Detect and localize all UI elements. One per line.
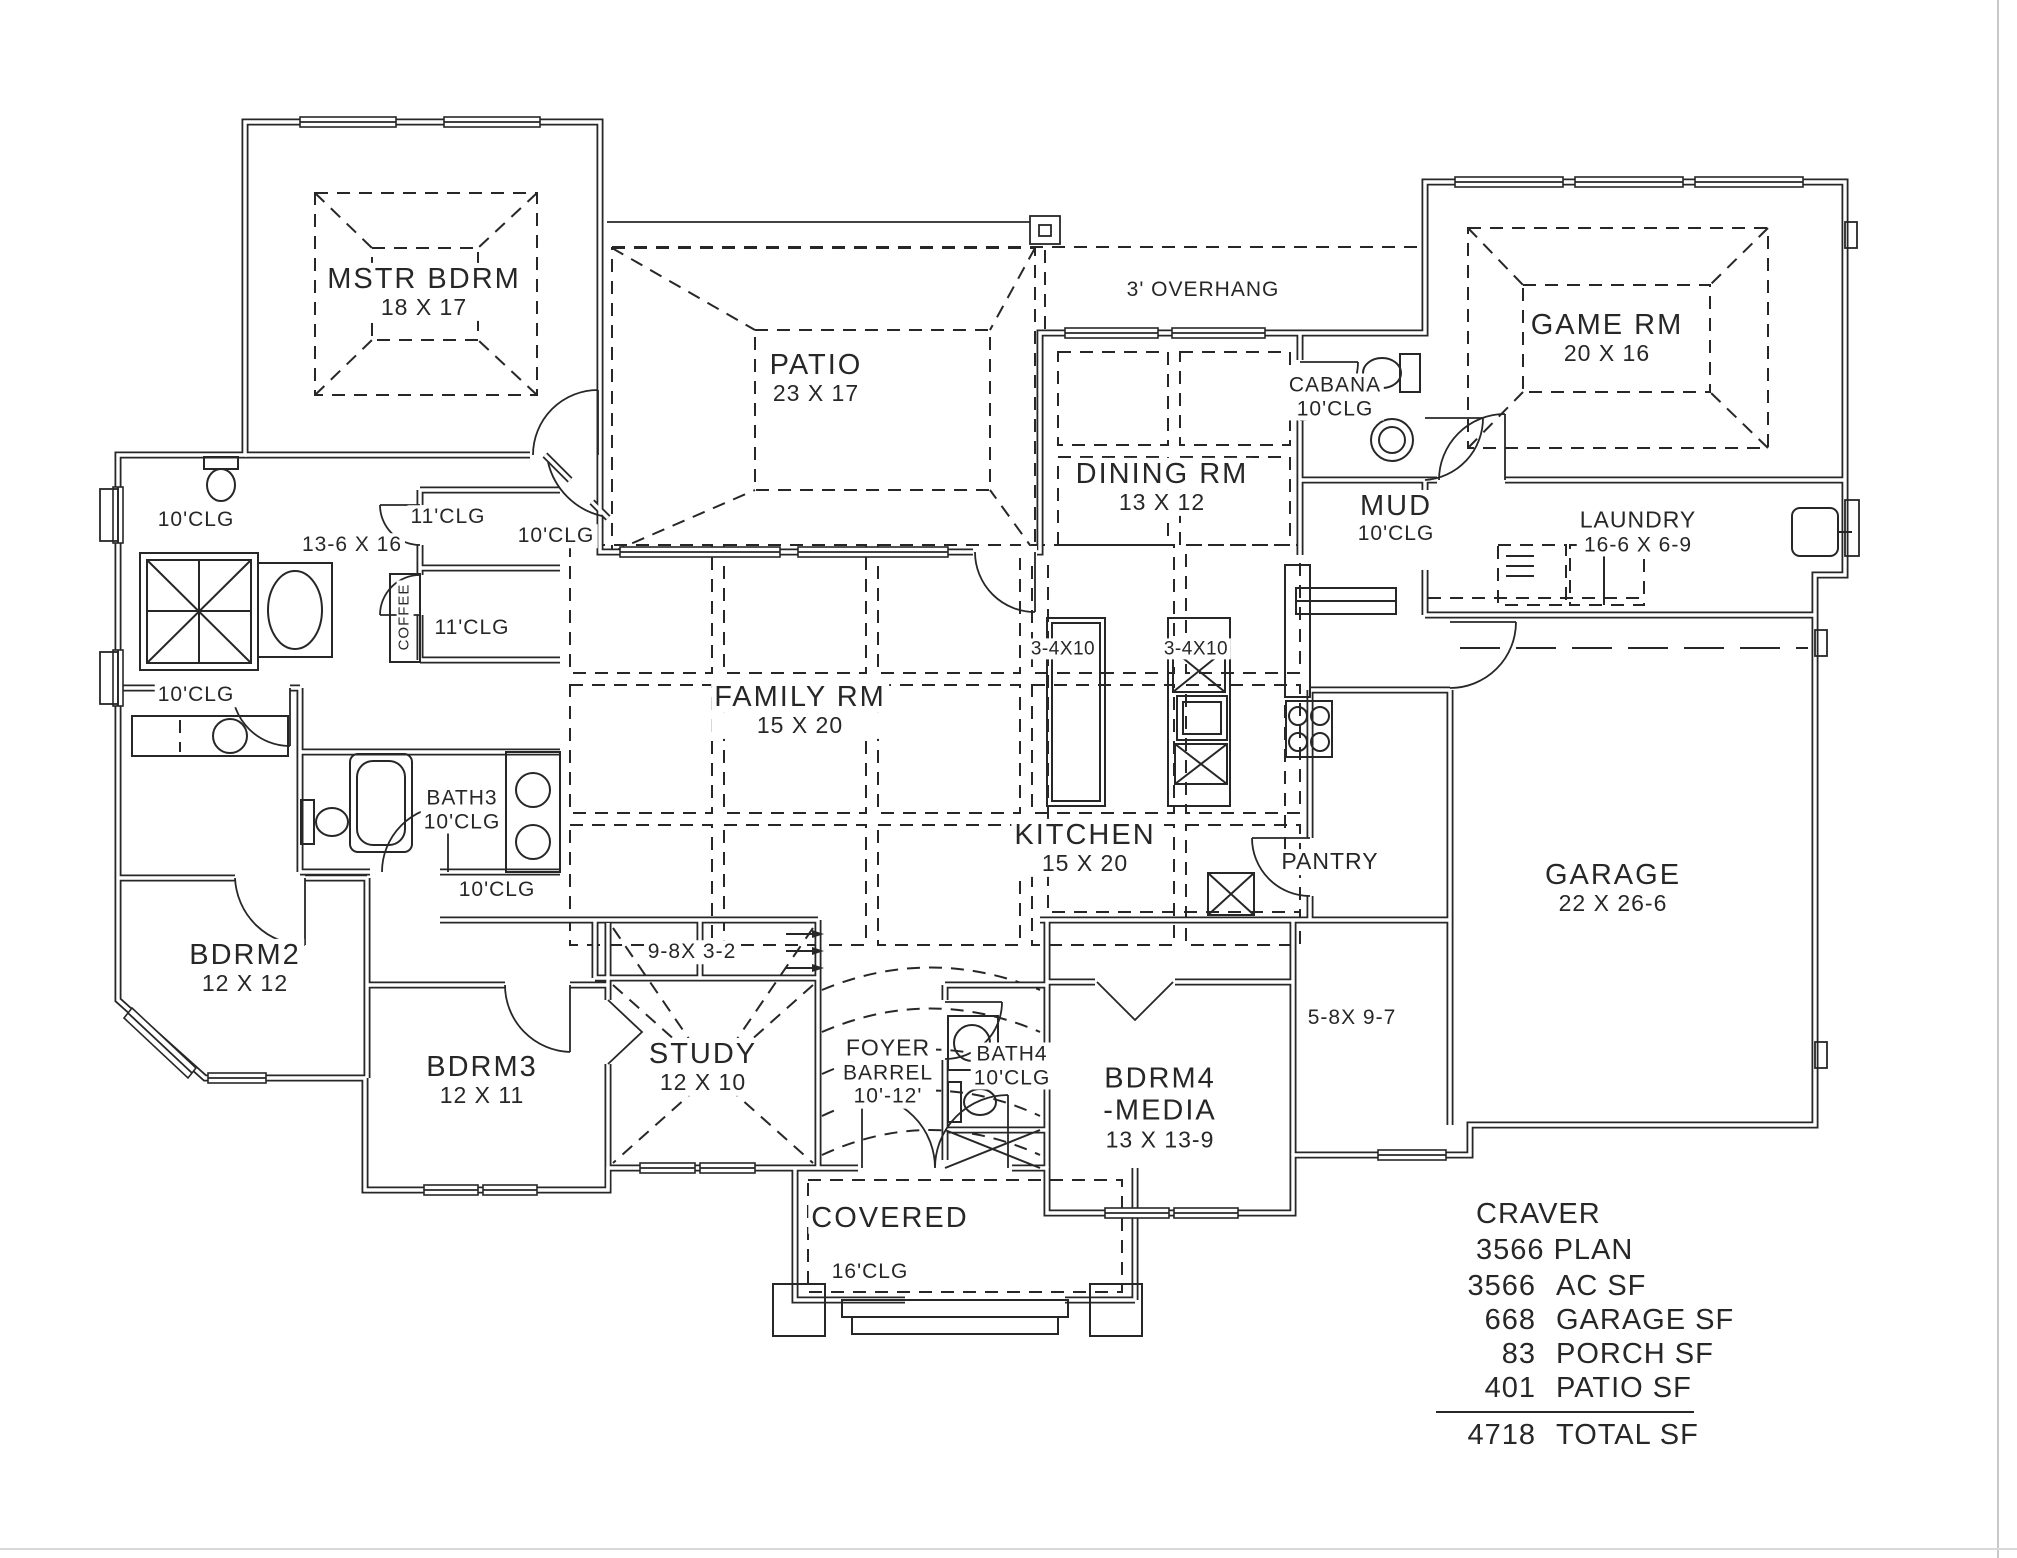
beam-label-left: 3-4X10 [1027, 638, 1099, 660]
room-label-game-rm: GAME RM 20 X 16 [1527, 308, 1687, 368]
room-label-covered: COVERED [808, 1201, 972, 1235]
area-row-ac: 3566 AC SF [1467, 1270, 1647, 1302]
title-block: CRAVER 3566 PLAN 3566 AC SF 668 GARAGE S… [1436, 1198, 1735, 1455]
vanity-bath3 [505, 751, 561, 873]
room-label-bdrm3: BDRM3 12 X 11 [423, 1050, 541, 1110]
room-label-foyer: FOYER BARREL 10'-12' [839, 1035, 937, 1109]
room-label-bath3: BATH3 10'CLG [420, 786, 504, 834]
toilet-bath4 [947, 1081, 962, 1123]
plan-number: 3566 PLAN [1476, 1234, 1634, 1266]
clg-label-mbath: 10'CLG [154, 508, 238, 532]
tub-bath3 [349, 753, 413, 853]
beam-label-right: 3-4X10 [1160, 638, 1232, 660]
room-label-bath4: BATH4 10'CLG [970, 1042, 1054, 1090]
total-row: 4718 TOTAL SF [1467, 1419, 1699, 1451]
clg-label-hall-bed: 10'CLG [455, 878, 539, 902]
clg-label-closet2: 11'CLG [431, 616, 513, 640]
clg-label-hall-patio: 10'CLG [514, 524, 598, 548]
clg-label-closet1: 11'CLG [407, 505, 489, 529]
room-label-family-rm: FAMILY RM 15 X 20 [711, 680, 889, 740]
room-label-pantry: PANTRY [1278, 848, 1382, 875]
plan-name: CRAVER [1476, 1198, 1601, 1230]
dims-label-hall-closet: 9-8X 3-2 [644, 940, 740, 964]
vanity-powder [131, 715, 289, 757]
area-row-patio: 401 PATIO SF [1484, 1372, 1692, 1404]
room-label-mstr-bdrm: MSTR BDRM 18 X 17 [324, 262, 524, 322]
room-label-dining-rm: DINING RM 13 X 12 [1072, 457, 1252, 517]
kitchen-island [1046, 617, 1106, 807]
patio-post [1029, 215, 1061, 245]
scan-edge-right [1997, 0, 1999, 1558]
sink-cabana [1370, 418, 1414, 462]
cooktop [1285, 700, 1333, 758]
area-row-garage: 668 GARAGE SF [1484, 1304, 1735, 1336]
tub-mbath [257, 562, 333, 658]
scan-edge-bottom [0, 1548, 2017, 1550]
dims-label-side-patio: 5-8X 9-7 [1304, 1006, 1400, 1030]
windows [99, 116, 1860, 1219]
fixtures [131, 353, 1852, 1337]
room-label-bdrm4-media: BDRM4 -MEDIA 13 X 13-9 [1100, 1062, 1220, 1154]
kitchen-counter [1284, 564, 1311, 698]
area-row-porch: 83 PORCH SF [1501, 1338, 1714, 1370]
toilet-mbath [203, 456, 239, 470]
room-label-garage: GARAGE 22 X 26-6 [1541, 858, 1685, 918]
room-label-patio: PATIO 23 X 17 [766, 348, 866, 408]
room-label-laundry: LAUNDRY 16-6 X 6-9 [1576, 507, 1700, 557]
room-label-cabana: CABANA 10'CLG [1285, 373, 1385, 421]
toilet-bath3 [300, 799, 315, 845]
annotation-overhang: 3' OVERHANG [1123, 278, 1283, 302]
room-label-mud: MUD 10'CLG [1354, 490, 1438, 546]
room-label-bdrm2: BDRM2 12 X 12 [186, 938, 304, 998]
coffee-bar [389, 573, 421, 663]
sink-laundry [1791, 507, 1839, 557]
dims-label-mbath: 13-6 X 16 [298, 533, 406, 557]
total-divider [1436, 1411, 1694, 1413]
clg-label-powder: 10'CLG [154, 683, 238, 707]
room-label-study: STUDY 12 X 10 [645, 1037, 761, 1097]
roof-lines [607, 215, 1061, 245]
annotation-coffee: COFFEE [396, 580, 414, 654]
room-label-kitchen: KITCHEN 15 X 20 [1011, 818, 1159, 878]
clg-label-covered: 16'CLG [828, 1260, 912, 1284]
kitchen-island-2 [1167, 617, 1231, 807]
toilet-cabana [1399, 353, 1421, 393]
